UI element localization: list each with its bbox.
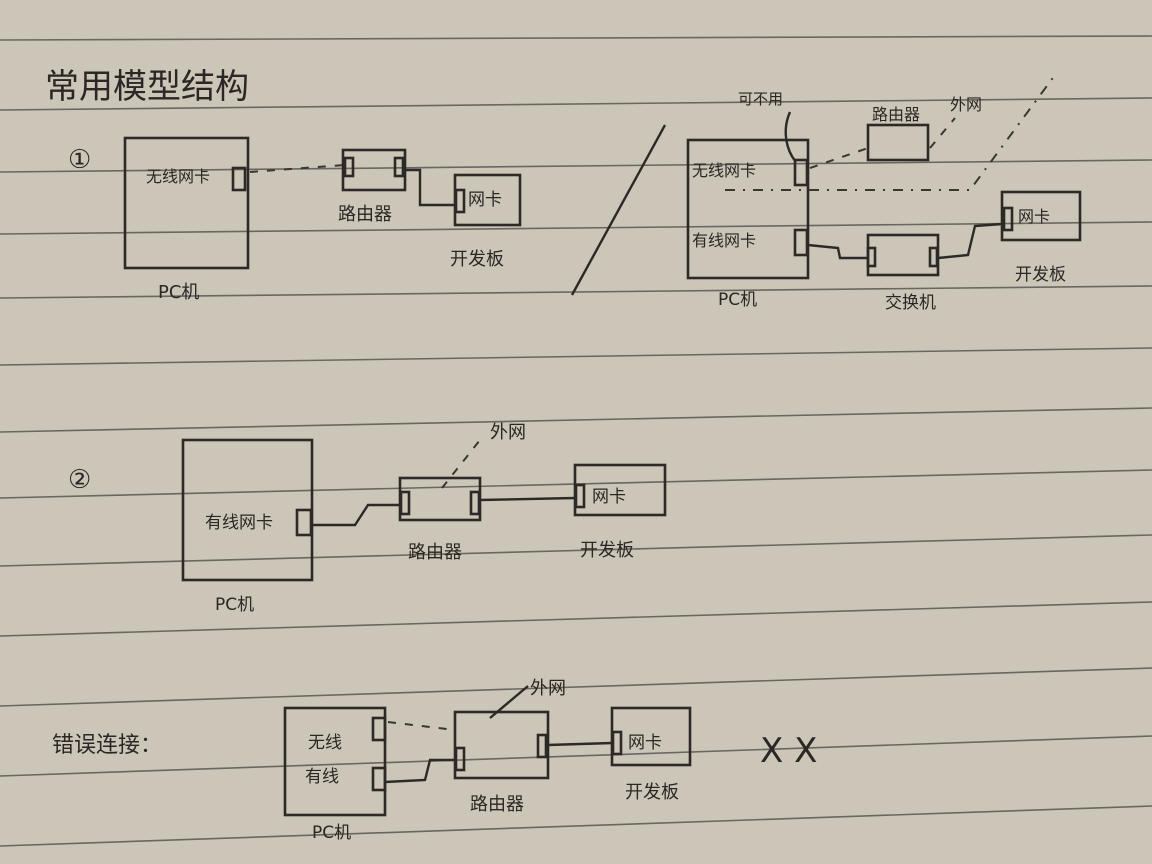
dev-board-label: 开发板 — [625, 782, 679, 803]
router-label: 路由器 — [470, 794, 524, 815]
note-arrow — [784, 111, 797, 163]
page-title: 常用模型结构 — [45, 67, 249, 107]
wired-nic-label: 有线网卡 — [692, 231, 756, 250]
router-box — [398, 476, 482, 522]
port — [371, 716, 387, 742]
port — [231, 166, 247, 192]
section2: ② 有线网卡 路由器 外网 网卡 开发板 PC机 — [68, 422, 667, 615]
internet-link — [441, 439, 481, 489]
pc-label: PC机 — [158, 282, 199, 303]
router-label: 路由器 — [408, 542, 462, 563]
wired-link — [384, 758, 455, 784]
port — [393, 156, 405, 178]
dev-board-label: 开发板 — [580, 540, 634, 561]
pc-label: PC机 — [718, 290, 757, 310]
port — [1002, 206, 1014, 232]
port — [793, 228, 809, 257]
port — [928, 246, 939, 268]
wired-link — [479, 496, 576, 502]
board-nic-label: 网卡 — [628, 733, 662, 753]
pc-box — [686, 138, 810, 280]
pc-label: PC机 — [215, 595, 254, 615]
port — [866, 246, 877, 268]
port — [574, 483, 586, 509]
section3-wrong-connection: 错误连接： 无线 有线 路由器 外网 网卡 开发板 PC机 X X — [52, 678, 817, 843]
section1-marker: ① — [68, 145, 91, 175]
switch-label: 交换机 — [885, 293, 936, 313]
wired-link — [405, 168, 455, 207]
pc-box — [123, 136, 250, 270]
wired-link — [547, 741, 613, 747]
port — [469, 490, 481, 516]
wifi-nic-label: 无线网卡 — [692, 161, 756, 180]
port — [454, 746, 466, 772]
router-box — [866, 123, 930, 162]
board-nic-label: 网卡 — [468, 190, 502, 210]
wrong-connection-heading: 错误连接： — [52, 733, 162, 758]
wrong-marks: X X — [760, 731, 817, 771]
board-nic-label: 网卡 — [592, 487, 626, 507]
dash-dot-link — [725, 74, 1056, 191]
wired-label: 有线 — [305, 767, 339, 787]
internet-label: 外网 — [490, 422, 526, 443]
wired-link — [312, 503, 400, 527]
router-label: 路由器 — [338, 204, 392, 225]
section2-marker: ② — [68, 465, 91, 495]
wired-nic-label: 有线网卡 — [205, 513, 273, 533]
wired-link — [937, 222, 1003, 260]
port — [536, 733, 548, 759]
board-nic-label: 网卡 — [1018, 207, 1050, 226]
section1-right: 无线网卡 有线网卡 可不用 路由器 外网 交换机 网卡 开发板 PC机 — [686, 74, 1082, 313]
router-box — [453, 710, 550, 780]
section1-left: ① 无线网卡 路由器 网卡 开发板 PC机 — [68, 136, 522, 303]
router-label: 路由器 — [872, 105, 920, 124]
pc-label: PC机 — [312, 823, 351, 843]
switch-box — [866, 233, 940, 277]
divider-slash — [570, 124, 667, 296]
dev-board-box — [1000, 190, 1082, 242]
dev-board-label: 开发板 — [1015, 265, 1066, 285]
internet-link — [929, 117, 956, 149]
port — [371, 766, 387, 792]
port — [399, 490, 411, 516]
pc-box — [283, 706, 387, 817]
wireless-link — [809, 147, 869, 169]
ruled-lines — [0, 35, 1152, 847]
internet-label: 外网 — [530, 678, 566, 699]
port — [295, 508, 313, 537]
internet-label: 外网 — [950, 95, 982, 114]
port — [454, 188, 466, 214]
port — [611, 730, 623, 756]
internet-arrow — [489, 685, 529, 719]
dev-board-label: 开发板 — [450, 249, 504, 270]
optional-note: 可不用 — [738, 90, 783, 108]
wifi-nic-label: 无线网卡 — [146, 167, 210, 186]
wireless-link — [387, 721, 456, 731]
port — [343, 156, 355, 178]
wifi-label: 无线 — [308, 733, 342, 753]
port — [793, 158, 809, 187]
wired-link — [807, 243, 868, 260]
